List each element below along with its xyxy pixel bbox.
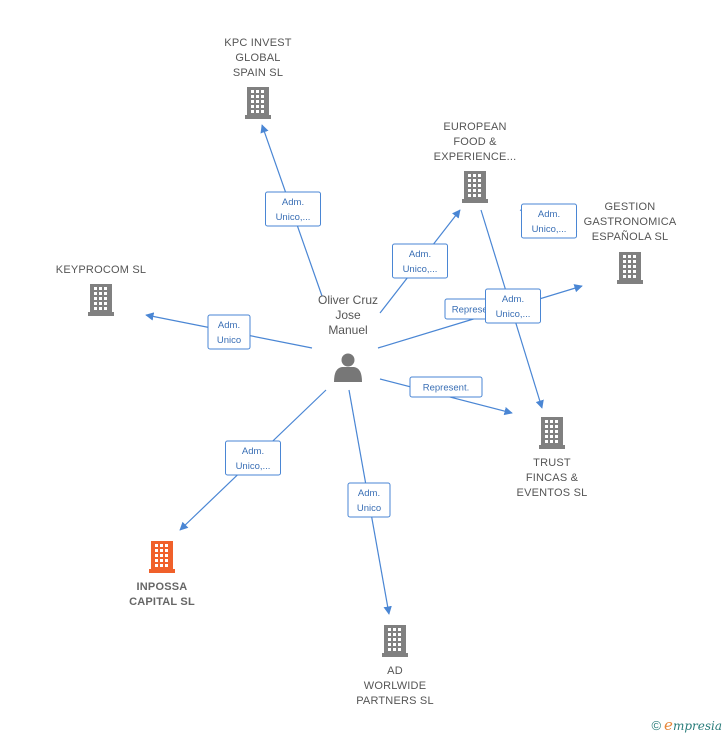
- relation-label-trust[interactable]: Represent.: [409, 376, 483, 398]
- building-icon[interactable]: [617, 252, 643, 284]
- relation-label-kpc[interactable]: Adm.Unico,...: [265, 191, 321, 227]
- relation-label-ad[interactable]: Adm.Unico: [347, 482, 391, 518]
- relation-role-text: Adm.Unico,...: [532, 209, 567, 235]
- relation-role-text: Adm.Unico,...: [236, 446, 271, 472]
- relation-role-text: Adm.Unico: [217, 320, 241, 346]
- building-icon[interactable]: [245, 87, 271, 119]
- copyright-icon: ©: [651, 718, 662, 733]
- building-icon[interactable]: [539, 417, 565, 449]
- relation-label-inpossa[interactable]: Adm.Unico,...: [225, 440, 281, 476]
- building-icon[interactable]: [462, 171, 488, 203]
- relation-role-text: Represent.: [423, 383, 469, 394]
- relation-role-text: Adm.Unico,...: [403, 249, 438, 275]
- relation-role-text: Represent.: [452, 305, 498, 316]
- person-icon[interactable]: [334, 353, 362, 383]
- brand-logo-initial[interactable]: e: [664, 716, 673, 734]
- relation-role-text: Adm.Unico,...: [496, 294, 531, 320]
- relation-labels-layer: Adm.Unico,...Adm.Unico,...Represent.Adm.…: [207, 191, 577, 518]
- relation-label-european-gestion[interactable]: Adm.Unico,...: [521, 203, 577, 239]
- building-icon[interactable]: [382, 625, 408, 657]
- company-name-label: KEYPROCOM SL: [56, 264, 146, 276]
- relation-role-text: Adm.Unico: [357, 488, 381, 514]
- relation-label-keyprocom[interactable]: Adm.Unico: [207, 314, 251, 350]
- building-icon[interactable]: [88, 284, 114, 316]
- relation-role-text: Adm.Unico,...: [276, 197, 311, 223]
- relation-label-european[interactable]: Adm.Unico,...: [392, 243, 448, 279]
- footer-credit: ©empresia: [651, 716, 722, 734]
- brand-logo-name[interactable]: mpresia: [672, 719, 722, 733]
- company-node-keyprocom[interactable]: KEYPROCOM SL: [56, 264, 146, 316]
- relation-label-european-trust[interactable]: Adm.Unico,...: [485, 288, 541, 324]
- building-icon[interactable]: [149, 541, 175, 573]
- edges-layer: [145, 124, 583, 615]
